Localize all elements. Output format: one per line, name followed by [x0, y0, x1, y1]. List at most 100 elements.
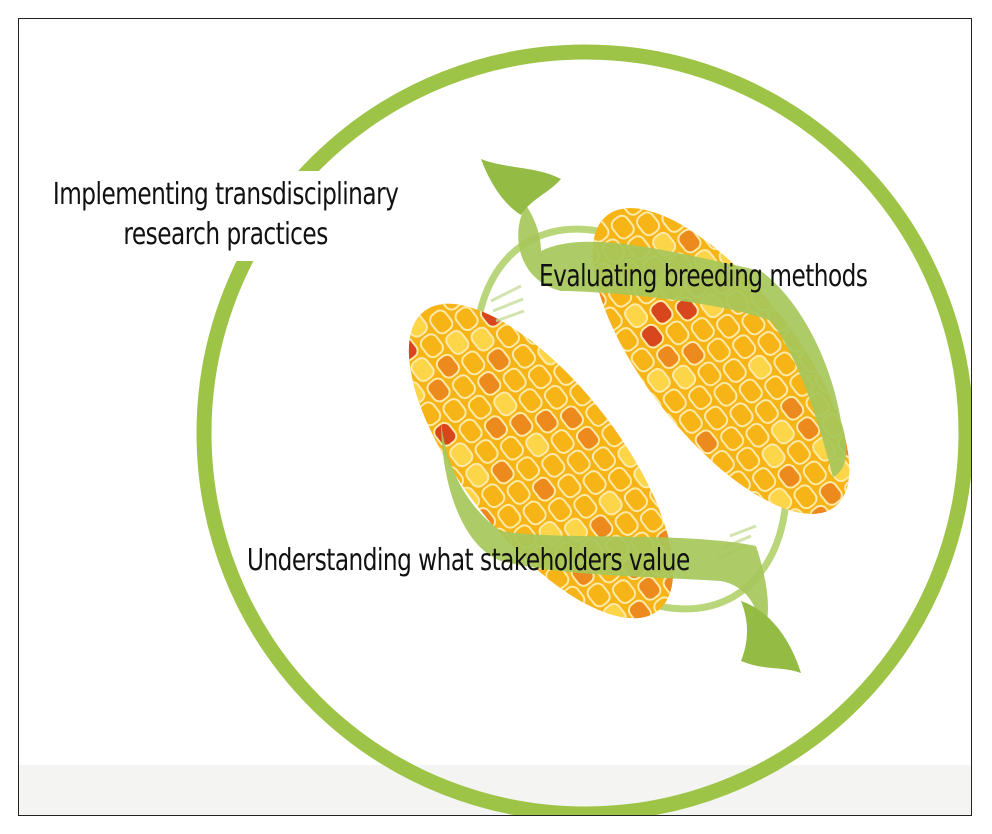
corn-kernel — [598, 490, 623, 516]
corn-kernel — [567, 630, 593, 655]
corn-kernel — [534, 408, 559, 434]
corn-kernel — [777, 463, 802, 489]
corn-kernel — [670, 184, 695, 210]
corn-kernel — [646, 368, 671, 393]
corn-kernel — [483, 415, 508, 441]
corn-kernel — [426, 377, 451, 403]
corn-kernel — [589, 330, 614, 356]
corn-kernel — [551, 609, 577, 635]
figure-frame: Implementing transdisciplinary research … — [18, 18, 972, 816]
corn-kernel — [486, 347, 511, 373]
corn-kernel — [527, 364, 552, 390]
corn-kernel — [688, 385, 713, 411]
corn-kernel — [694, 429, 719, 455]
corn-kernel — [502, 367, 527, 393]
corn-kernel — [643, 620, 669, 645]
corn-kernel — [591, 446, 617, 472]
corn-kernel — [509, 411, 534, 437]
corn-kernel — [786, 440, 811, 465]
corn-kernel — [681, 340, 706, 366]
corn-kernel — [640, 323, 665, 349]
corn-kernel — [611, 579, 637, 604]
corn-kernel — [607, 466, 633, 492]
corn-kernel — [802, 460, 827, 486]
corn-kernel — [598, 669, 626, 697]
corn-kernel — [624, 303, 649, 329]
corn-kernel — [470, 326, 495, 352]
ribbon-tail-bottom — [741, 601, 801, 673]
corn-kernel — [623, 487, 649, 513]
corn-kernel — [522, 500, 547, 526]
corn-kernel — [796, 416, 821, 442]
corn-kernel — [800, 528, 825, 553]
corn-kernel — [391, 404, 416, 430]
corn-kernel — [506, 480, 531, 505]
corn-kernel — [665, 504, 690, 530]
corn-kernel — [713, 381, 738, 407]
corn-kernel — [442, 398, 467, 423]
corn-kernel — [704, 405, 729, 431]
corn-kernel — [490, 459, 515, 485]
corn-kernel — [550, 429, 575, 454]
corn-kernel — [869, 474, 894, 500]
outer-ring-label: Implementing transdisciplinary research … — [45, 171, 407, 261]
corn-kernel — [716, 313, 741, 339]
corn-kernel — [429, 309, 454, 335]
corn-kernel — [593, 626, 618, 652]
corn-kernel — [630, 347, 655, 373]
corn-kernel — [722, 358, 747, 383]
corn-kernel — [672, 364, 697, 390]
corn-kernel — [547, 497, 573, 523]
corn-kernel — [665, 320, 690, 346]
ribbon-tail-top — [481, 159, 561, 215]
corn-kernel — [741, 310, 766, 336]
corn-kernel — [818, 481, 843, 506]
corn-kernel — [748, 354, 773, 380]
corn-kernel — [720, 426, 745, 451]
corn-kernel — [458, 418, 483, 444]
corn-kernel — [495, 323, 520, 349]
corn-kernel — [738, 378, 763, 404]
corn-kernel — [686, 204, 711, 230]
corn-kernel — [575, 425, 600, 451]
corn-kernel — [745, 422, 770, 448]
corn-kernel — [525, 432, 550, 458]
corn-kernel — [375, 384, 400, 409]
corn-kernel — [566, 449, 591, 475]
corn-kernel — [410, 357, 435, 382]
corn-kernel — [497, 503, 522, 529]
ribbon-upper — [486, 161, 847, 477]
corn-kernel — [736, 446, 761, 472]
corn-kernel — [493, 391, 518, 417]
diagram-art — [196, 44, 971, 815]
corn-kernel — [609, 647, 634, 659]
corn-kernel — [433, 421, 458, 447]
corn-kernel — [559, 405, 584, 431]
corn-kernel — [573, 309, 598, 335]
corn-kernel — [454, 306, 479, 332]
corn-kernel — [451, 374, 476, 400]
corn-kernel — [637, 575, 662, 601]
corn-kernel — [618, 623, 643, 649]
corn-kernel — [515, 456, 540, 482]
corn-kernel — [467, 394, 492, 420]
corn-kernel — [690, 317, 715, 342]
corn-kernel — [557, 473, 582, 499]
corn-kernel — [419, 333, 444, 359]
corn-kernel — [589, 514, 614, 540]
corn-kernel — [793, 484, 818, 510]
corn-kernel — [636, 211, 661, 237]
corn-kernel — [634, 643, 659, 659]
corn-kernel — [477, 371, 502, 396]
corn-kernel — [780, 395, 805, 421]
corn-kernel — [706, 337, 731, 363]
corn-kernel — [369, 339, 394, 365]
corn-kernel — [862, 430, 887, 455]
corn-kernel — [535, 589, 561, 614]
corn-kernel — [582, 470, 607, 495]
corn-kernel — [754, 399, 779, 424]
outer-ring — [196, 44, 971, 815]
corn-kernel — [435, 353, 460, 379]
corn-kernel — [586, 582, 611, 608]
corn-kernel — [773, 351, 798, 377]
